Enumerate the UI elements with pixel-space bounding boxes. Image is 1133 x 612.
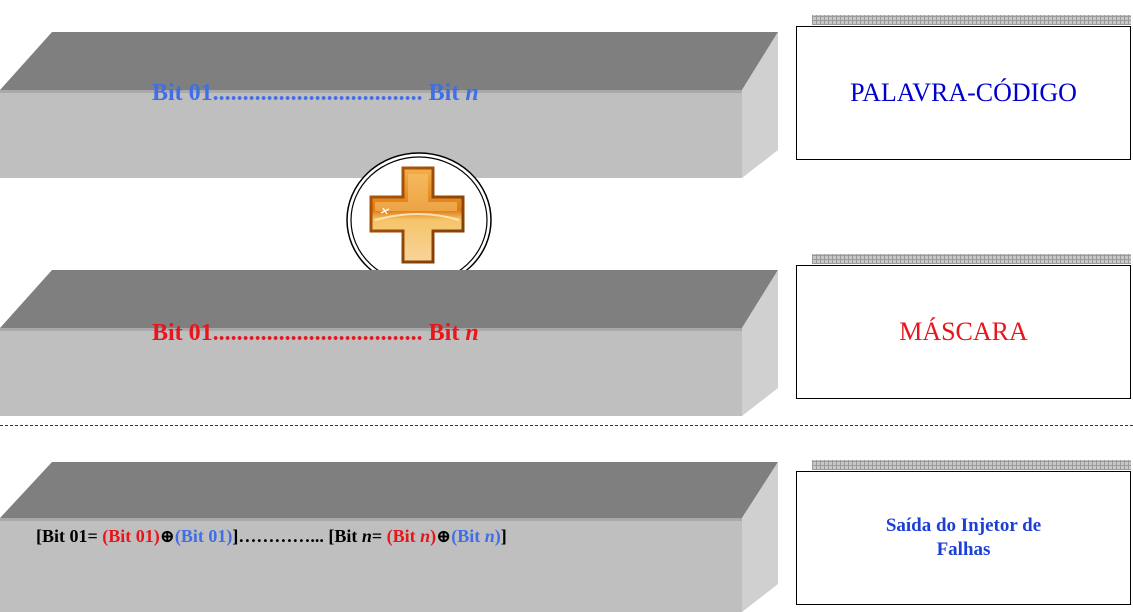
codeword-bits: Bit 01..................................… — [152, 80, 479, 107]
formula-mask2-close: ) — [430, 526, 437, 546]
formula-mask2-open: (Bit — [386, 526, 421, 546]
codeword-label-box: PALAVRA-CÓDIGO — [796, 26, 1131, 160]
mask-bit-var: n — [465, 320, 479, 346]
formula-eq2: = — [371, 526, 387, 546]
mask-bits: Bit 01..................................… — [152, 320, 479, 347]
formula-xor2: ⊕ — [436, 526, 452, 546]
codeword-bit-var: n — [465, 80, 479, 106]
mask-bar: Bit 01..................................… — [0, 268, 790, 418]
output-label-box: Saída do Injetor de Falhas — [796, 471, 1131, 605]
codeword-label-shadow — [812, 15, 1131, 25]
mask-bit-dots: ................................... — [212, 320, 423, 346]
formula-open1: [Bit 01= — [36, 526, 103, 546]
mask-label: MÁSCARA — [899, 317, 1028, 346]
codeword-bit-dots: ................................... — [212, 80, 423, 106]
mask-bar-shape — [0, 270, 778, 416]
dashed-divider — [0, 425, 1133, 426]
formula-close2: ] — [500, 526, 507, 546]
formula-code2-var: n — [484, 526, 495, 546]
formula-code1: (Bit 01) — [174, 526, 233, 546]
output-label-shadow — [812, 460, 1131, 470]
codeword-bit-start: Bit 01 — [152, 80, 213, 106]
mask-bit-start: Bit 01 — [152, 320, 213, 346]
output-label-line2: Falhas — [936, 539, 991, 560]
mask-label-shadow — [812, 254, 1131, 264]
output-formula: [Bit 01= (Bit 01)⊕(Bit 01)]…………... [Bit … — [36, 526, 507, 547]
formula-mask2: (Bit n) — [387, 526, 437, 546]
formula-mask1: (Bit 01) — [102, 526, 160, 546]
codeword-bar: Bit 01..................................… — [0, 28, 790, 178]
formula-mid: ]…………... [Bit — [232, 526, 362, 546]
output-bar: [Bit 01= (Bit 01)⊕(Bit 01)]…………... [Bit … — [0, 460, 790, 612]
mask-bit-end: Bit — [428, 320, 466, 346]
formula-code2: (Bit n) — [451, 526, 501, 546]
plus-icon — [345, 150, 495, 290]
codeword-bit-end: Bit — [428, 80, 466, 106]
formula-xor1: ⊕ — [159, 526, 175, 546]
output-label-line1: Saída do Injetor de — [885, 515, 1042, 536]
codeword-label: PALAVRA-CÓDIGO — [850, 78, 1077, 107]
formula-var-n: n — [361, 526, 372, 546]
formula-code2-close: ) — [494, 526, 501, 546]
mask-label-box: MÁSCARA — [796, 265, 1131, 399]
codeword-bar-shape — [0, 32, 778, 178]
formula-code2-open: (Bit — [451, 526, 485, 546]
output-bar-shape — [0, 462, 778, 612]
formula-mask2-var: n — [420, 526, 431, 546]
